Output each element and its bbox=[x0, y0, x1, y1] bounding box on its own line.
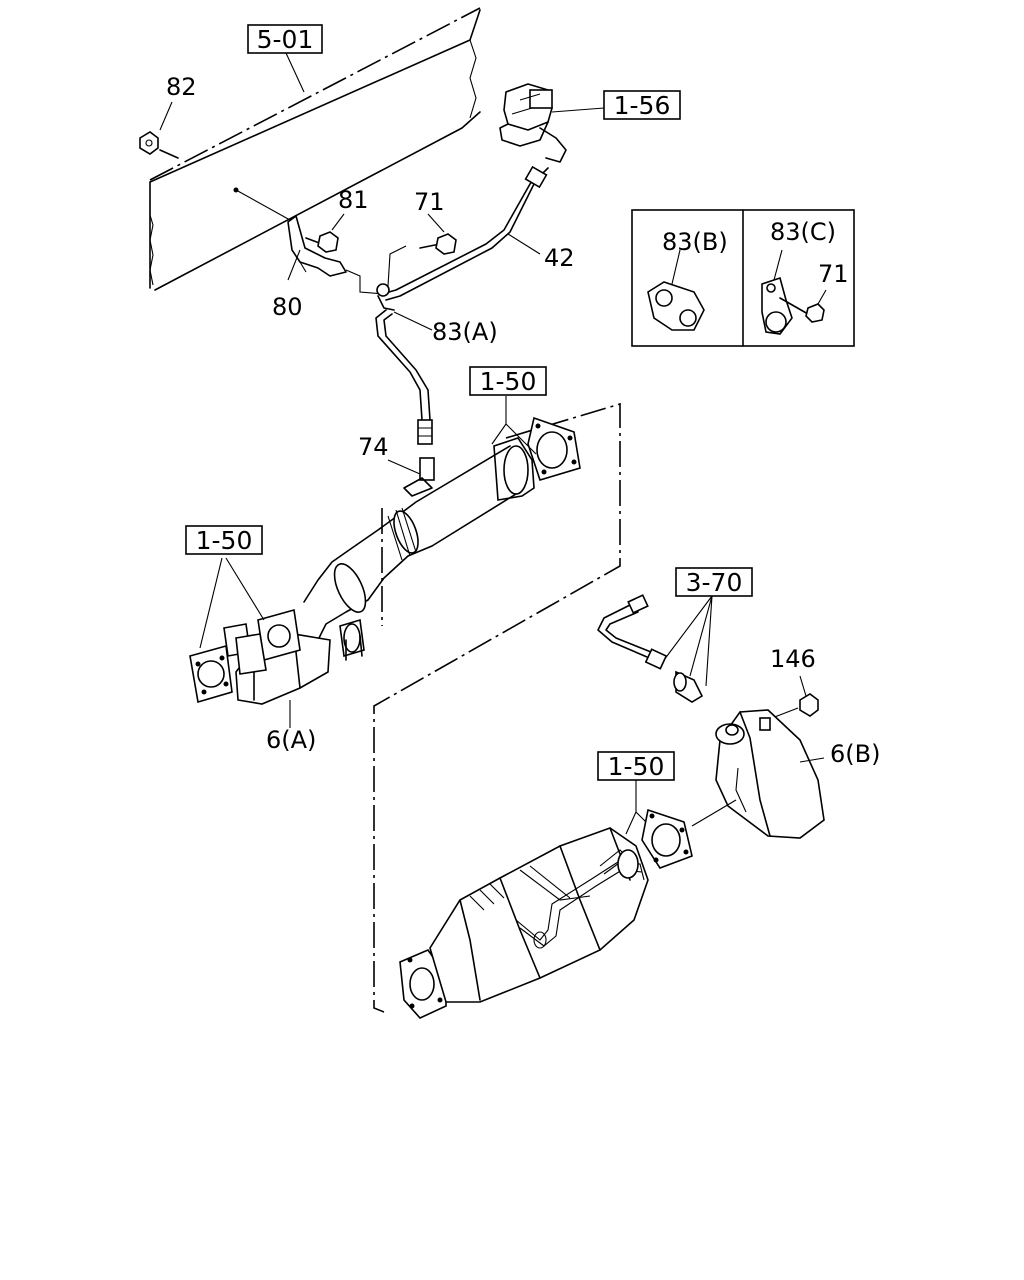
frame-rail bbox=[149, 7, 481, 291]
svg-text:1-50: 1-50 bbox=[196, 526, 253, 555]
bolt-81 bbox=[305, 213, 345, 253]
svg-text:1-50: 1-50 bbox=[608, 752, 665, 781]
svg-text:5-01: 5-01 bbox=[257, 25, 314, 54]
label-inset-71: 71 bbox=[818, 260, 849, 288]
front-pipe-6a bbox=[189, 437, 535, 728]
svg-text:1-50: 1-50 bbox=[480, 367, 537, 396]
nut-146 bbox=[771, 675, 819, 719]
bolt-71 bbox=[387, 213, 457, 287]
label-42: 42 bbox=[544, 244, 575, 272]
gasket-bottom bbox=[625, 780, 693, 869]
hose-to-74 bbox=[375, 309, 433, 445]
inset-clip-types bbox=[631, 209, 855, 347]
label-83c: 83(C) bbox=[770, 218, 836, 246]
label-74: 74 bbox=[358, 433, 389, 461]
svg-text:1-56: 1-56 bbox=[614, 91, 671, 120]
ref-box-1-56: 1-56 bbox=[603, 90, 681, 120]
label-83a: 83(A) bbox=[432, 318, 498, 346]
ref-box-1-50-left: 1-50 bbox=[185, 525, 263, 555]
label-83b: 83(B) bbox=[662, 228, 728, 256]
ref-box-1-50-top: 1-50 bbox=[469, 366, 547, 396]
label-146: 146 bbox=[770, 645, 816, 673]
label-81: 81 bbox=[338, 186, 369, 214]
nut-82 bbox=[139, 101, 179, 159]
fitting-74 bbox=[387, 457, 435, 497]
sensor-1-56 bbox=[499, 83, 605, 163]
clip-83a bbox=[376, 283, 433, 331]
bracket-80 bbox=[287, 215, 347, 281]
svg-text:3-70: 3-70 bbox=[686, 568, 743, 597]
label-6b: 6(B) bbox=[830, 740, 880, 768]
label-6a: 6(A) bbox=[266, 726, 316, 754]
ref-box-5-01: 5-01 bbox=[247, 24, 323, 93]
dpf-converter bbox=[399, 827, 649, 1019]
gasket-top bbox=[491, 396, 581, 481]
label-82: 82 bbox=[166, 73, 197, 101]
ref-box-1-50-bottom: 1-50 bbox=[597, 751, 675, 781]
silencer-6b bbox=[691, 709, 825, 839]
label-80: 80 bbox=[272, 293, 303, 321]
label-71: 71 bbox=[414, 188, 445, 216]
ref-box-3-70: 3-70 bbox=[675, 567, 753, 597]
sensor-pipe-3-70 bbox=[597, 594, 713, 703]
hose-42 bbox=[381, 165, 549, 301]
